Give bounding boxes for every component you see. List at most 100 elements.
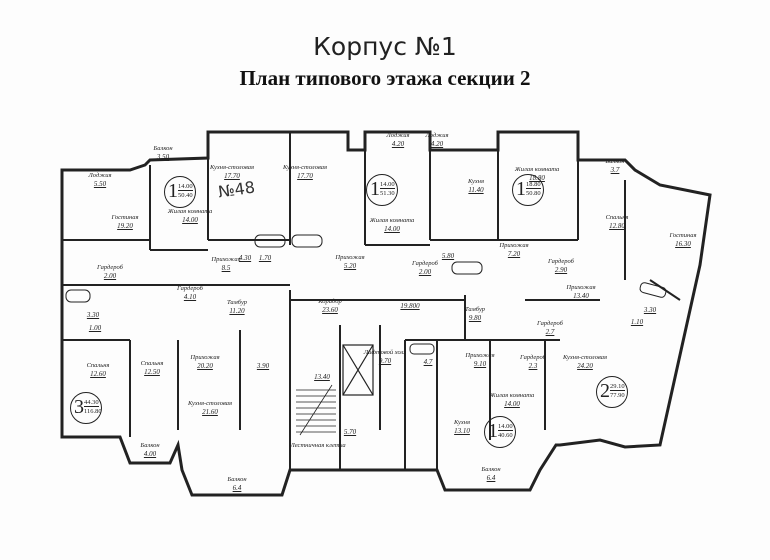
room-area: 11.20: [229, 307, 245, 315]
room-area: 9.80: [468, 314, 482, 322]
room-area: 2.00: [103, 272, 117, 280]
room-name: Лоджия: [88, 172, 112, 179]
room-label: 1.10: [631, 318, 643, 326]
room-area: 12.50: [144, 368, 160, 376]
room-label: 19.800: [400, 302, 419, 310]
room-area: 8.5: [221, 264, 231, 272]
room-area: 2.00: [418, 268, 432, 276]
room-label: 3.90: [257, 362, 269, 370]
room-area: 2.7: [545, 328, 555, 336]
room-area: 4.20: [391, 140, 405, 148]
room-name: Балкон: [140, 442, 160, 449]
apartment-living-area: 14.00: [380, 181, 395, 189]
room-name: Жилая комната: [514, 166, 560, 173]
apartment-total-area: 50.80: [526, 190, 541, 197]
room-area: 17.70: [224, 172, 240, 180]
room-area: 5.50: [93, 180, 107, 188]
room-name: Гардероб: [97, 264, 123, 271]
room-label: 1.70: [259, 254, 271, 262]
room-label: 3.30: [644, 306, 656, 314]
room-name: Гардероб: [520, 354, 546, 361]
room-area: 11.40: [468, 186, 484, 194]
room-area: 5.80: [441, 252, 455, 260]
room-name: Гардероб: [177, 285, 203, 292]
room-area: 19.800: [400, 302, 420, 310]
room-name: Прихожая: [335, 254, 365, 261]
apartment-total-area: 50.40: [178, 192, 193, 199]
apartment-room-count: 2: [600, 380, 610, 402]
room-name: Жилая комната: [167, 208, 213, 215]
room-area: 3.90: [256, 362, 270, 370]
room-name: Прихожая: [566, 284, 596, 291]
room-area: 4.30: [238, 254, 252, 262]
room-area: 3.30: [86, 311, 100, 319]
elevator-shaft: [342, 344, 374, 396]
apartment-room-count: 1: [516, 178, 526, 200]
room-label: 5.80: [442, 252, 454, 260]
room-area: 13.10: [454, 427, 470, 435]
room-name: Кухня: [468, 178, 484, 185]
room-name: Гостиная: [111, 214, 139, 221]
room-area: 12.60: [90, 370, 106, 378]
room-area: 9.70: [378, 357, 392, 365]
room-label: 4.30: [239, 254, 251, 262]
room-area: 20.20: [197, 362, 213, 370]
room-name: Лестничная клетка: [290, 442, 346, 449]
room-area: 3.50: [156, 153, 170, 161]
room-name: Тамбур: [464, 306, 486, 313]
room-name: Гардероб: [412, 260, 438, 267]
room-area: 14.00: [504, 400, 520, 408]
room-area: 6.4: [486, 474, 496, 482]
room-area: 16.30: [675, 240, 691, 248]
apartment-room-count: 1: [488, 420, 498, 442]
room-name: Балкон: [153, 145, 173, 152]
room-name: Коридор: [318, 298, 342, 305]
room-area: 7.20: [507, 250, 521, 258]
outer-walls: [60, 130, 712, 497]
room-area: 13.40: [573, 292, 589, 300]
room-name: Балкон: [227, 476, 247, 483]
room-name: Спальня: [605, 214, 629, 221]
apartment-living-area: 29.10: [610, 383, 625, 391]
apartment-living-area: 18.80: [526, 181, 541, 189]
room-name: Прихожая: [465, 352, 495, 359]
staircase: [296, 384, 336, 436]
room-name: Прихожая: [190, 354, 220, 361]
room-name: Кухня-столовая: [187, 400, 233, 407]
room-name: Жилая комната: [489, 392, 535, 399]
room-name: Тамбур: [226, 299, 248, 306]
room-area: 9.10: [473, 360, 487, 368]
floor-plan-title: План типового этажа секции 2: [239, 66, 531, 90]
apartment-room-count: 1: [168, 180, 178, 202]
room-area: 14.00: [384, 225, 400, 233]
room-area: 24.20: [577, 362, 593, 370]
room-label: 5.70: [344, 428, 356, 436]
room-area: 6.4: [232, 484, 242, 492]
room-name: Жилая комната: [369, 217, 415, 224]
apartment-total-area: 51.30: [380, 190, 395, 197]
